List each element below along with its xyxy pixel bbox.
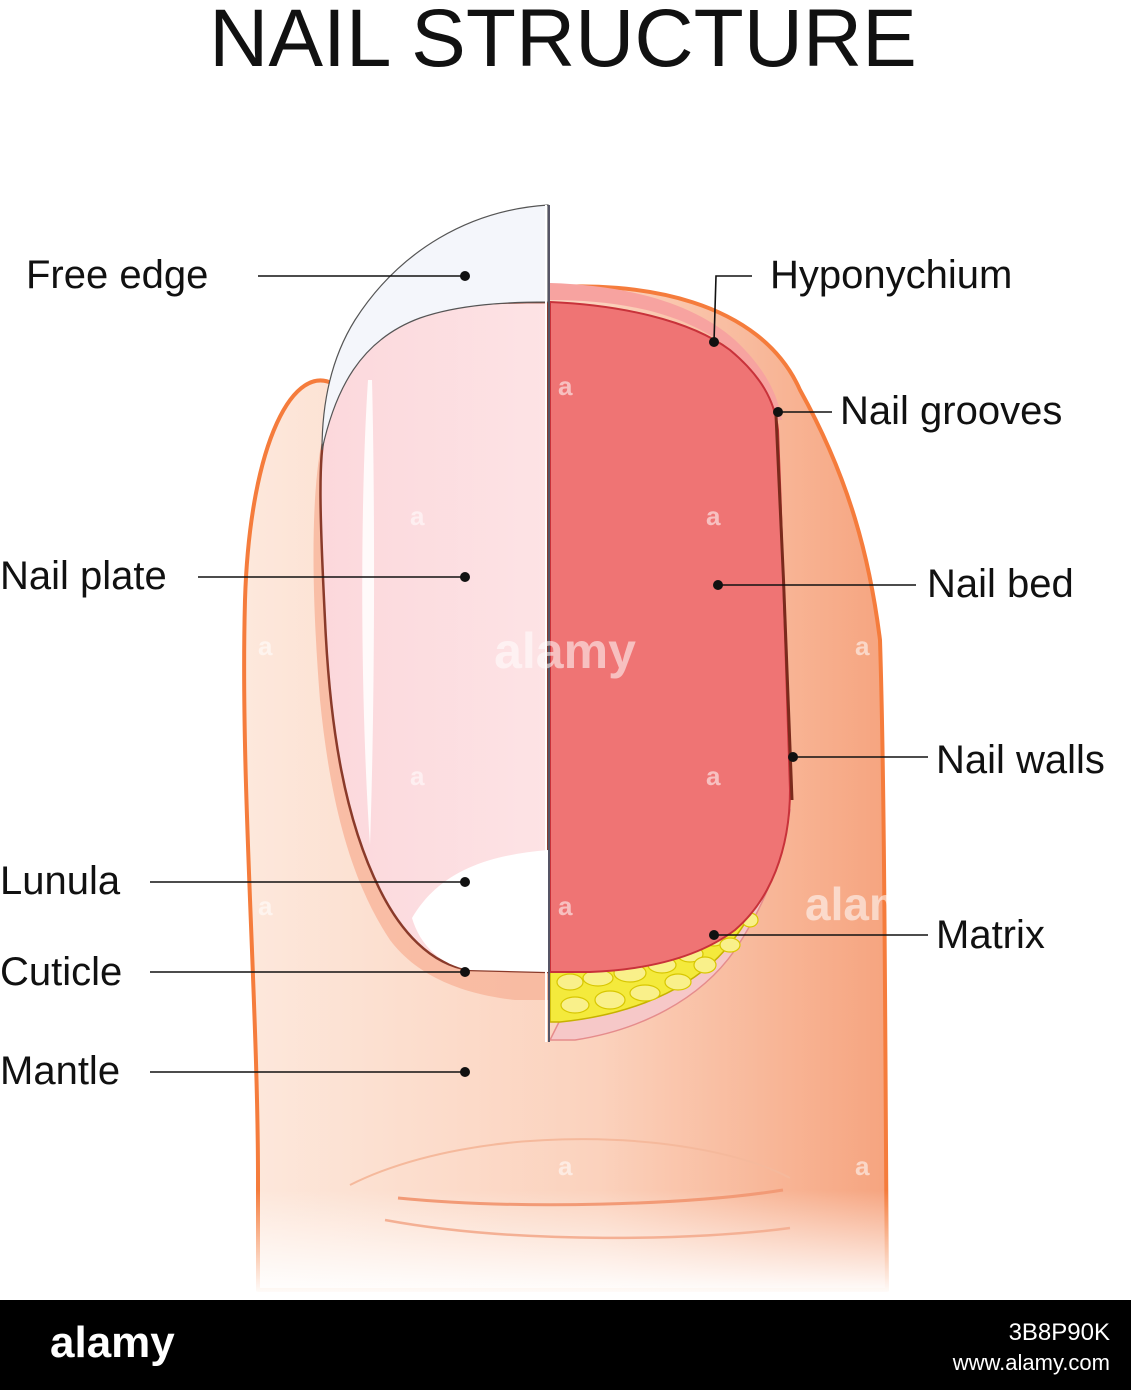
footer-image-id: 3B8P90K bbox=[1009, 1319, 1110, 1346]
label-free-edge: Free edge bbox=[26, 253, 208, 297]
watermark-mark: a bbox=[410, 761, 425, 791]
watermark-mark: a bbox=[706, 761, 721, 791]
watermark-center: alamy bbox=[494, 623, 636, 679]
page-title: NAIL STRUCTURE bbox=[209, 0, 917, 84]
nail-highlight bbox=[362, 380, 375, 845]
knuckle-crease bbox=[397, 1188, 784, 1207]
label-nail-grooves: Nail grooves bbox=[840, 389, 1062, 433]
finger-fade bbox=[240, 1190, 900, 1295]
leader-dot bbox=[713, 580, 723, 590]
footer-url: www.alamy.com bbox=[952, 1350, 1110, 1375]
watermark-edge: alam bbox=[805, 878, 910, 930]
watermark-mark: a bbox=[258, 891, 273, 921]
leader-dot bbox=[460, 572, 470, 582]
watermark-mark: a bbox=[558, 891, 573, 921]
labels: Free edge Nail plate Lunula Cuticle Mant… bbox=[0, 253, 1105, 1093]
label-mantle: Mantle bbox=[0, 1049, 120, 1093]
leader-dot bbox=[773, 407, 783, 417]
knuckle-crease bbox=[349, 1138, 791, 1186]
leader-dot bbox=[460, 271, 470, 281]
watermark-mark: a bbox=[410, 501, 425, 531]
leader-dot bbox=[709, 930, 719, 940]
nail-plate-half bbox=[313, 204, 550, 1000]
label-cuticle: Cuticle bbox=[0, 950, 122, 994]
watermark-mark: a bbox=[855, 631, 870, 661]
footer-background bbox=[0, 1300, 1131, 1390]
watermark-mark: a bbox=[855, 1151, 870, 1181]
lunula bbox=[412, 850, 548, 972]
leader-hyponychium bbox=[713, 275, 752, 343]
hyponychium-band bbox=[550, 283, 782, 420]
leader-lines bbox=[150, 271, 928, 1077]
watermark-mark: a bbox=[258, 631, 273, 661]
label-nail-walls: Nail walls bbox=[936, 738, 1105, 782]
label-hyponychium: Hyponychium bbox=[770, 253, 1012, 297]
leader-dot bbox=[460, 877, 470, 887]
leader-dot bbox=[709, 337, 719, 347]
nail-groove-line bbox=[774, 414, 794, 801]
leader-dot bbox=[460, 967, 470, 977]
knuckle-crease bbox=[384, 1218, 791, 1240]
label-lunula: Lunula bbox=[0, 859, 121, 903]
label-nail-bed: Nail bed bbox=[927, 562, 1074, 606]
watermark-mark: a bbox=[558, 371, 573, 401]
footer-bar: alamy 3B8P90K www.alamy.com bbox=[0, 1300, 1131, 1390]
free-edge bbox=[321, 204, 549, 451]
watermark: alamy alam a a a a a a a a a a a bbox=[258, 371, 910, 1181]
label-nail-plate: Nail plate bbox=[0, 554, 167, 598]
label-matrix: Matrix bbox=[936, 913, 1045, 957]
watermark-mark: a bbox=[558, 1151, 573, 1181]
watermark-mark: a bbox=[706, 501, 721, 531]
footer-brand-logo: alamy bbox=[50, 1318, 175, 1367]
nail-bed-half bbox=[548, 283, 794, 1041]
leader-dot bbox=[460, 1067, 470, 1077]
leader-dot bbox=[788, 752, 798, 762]
